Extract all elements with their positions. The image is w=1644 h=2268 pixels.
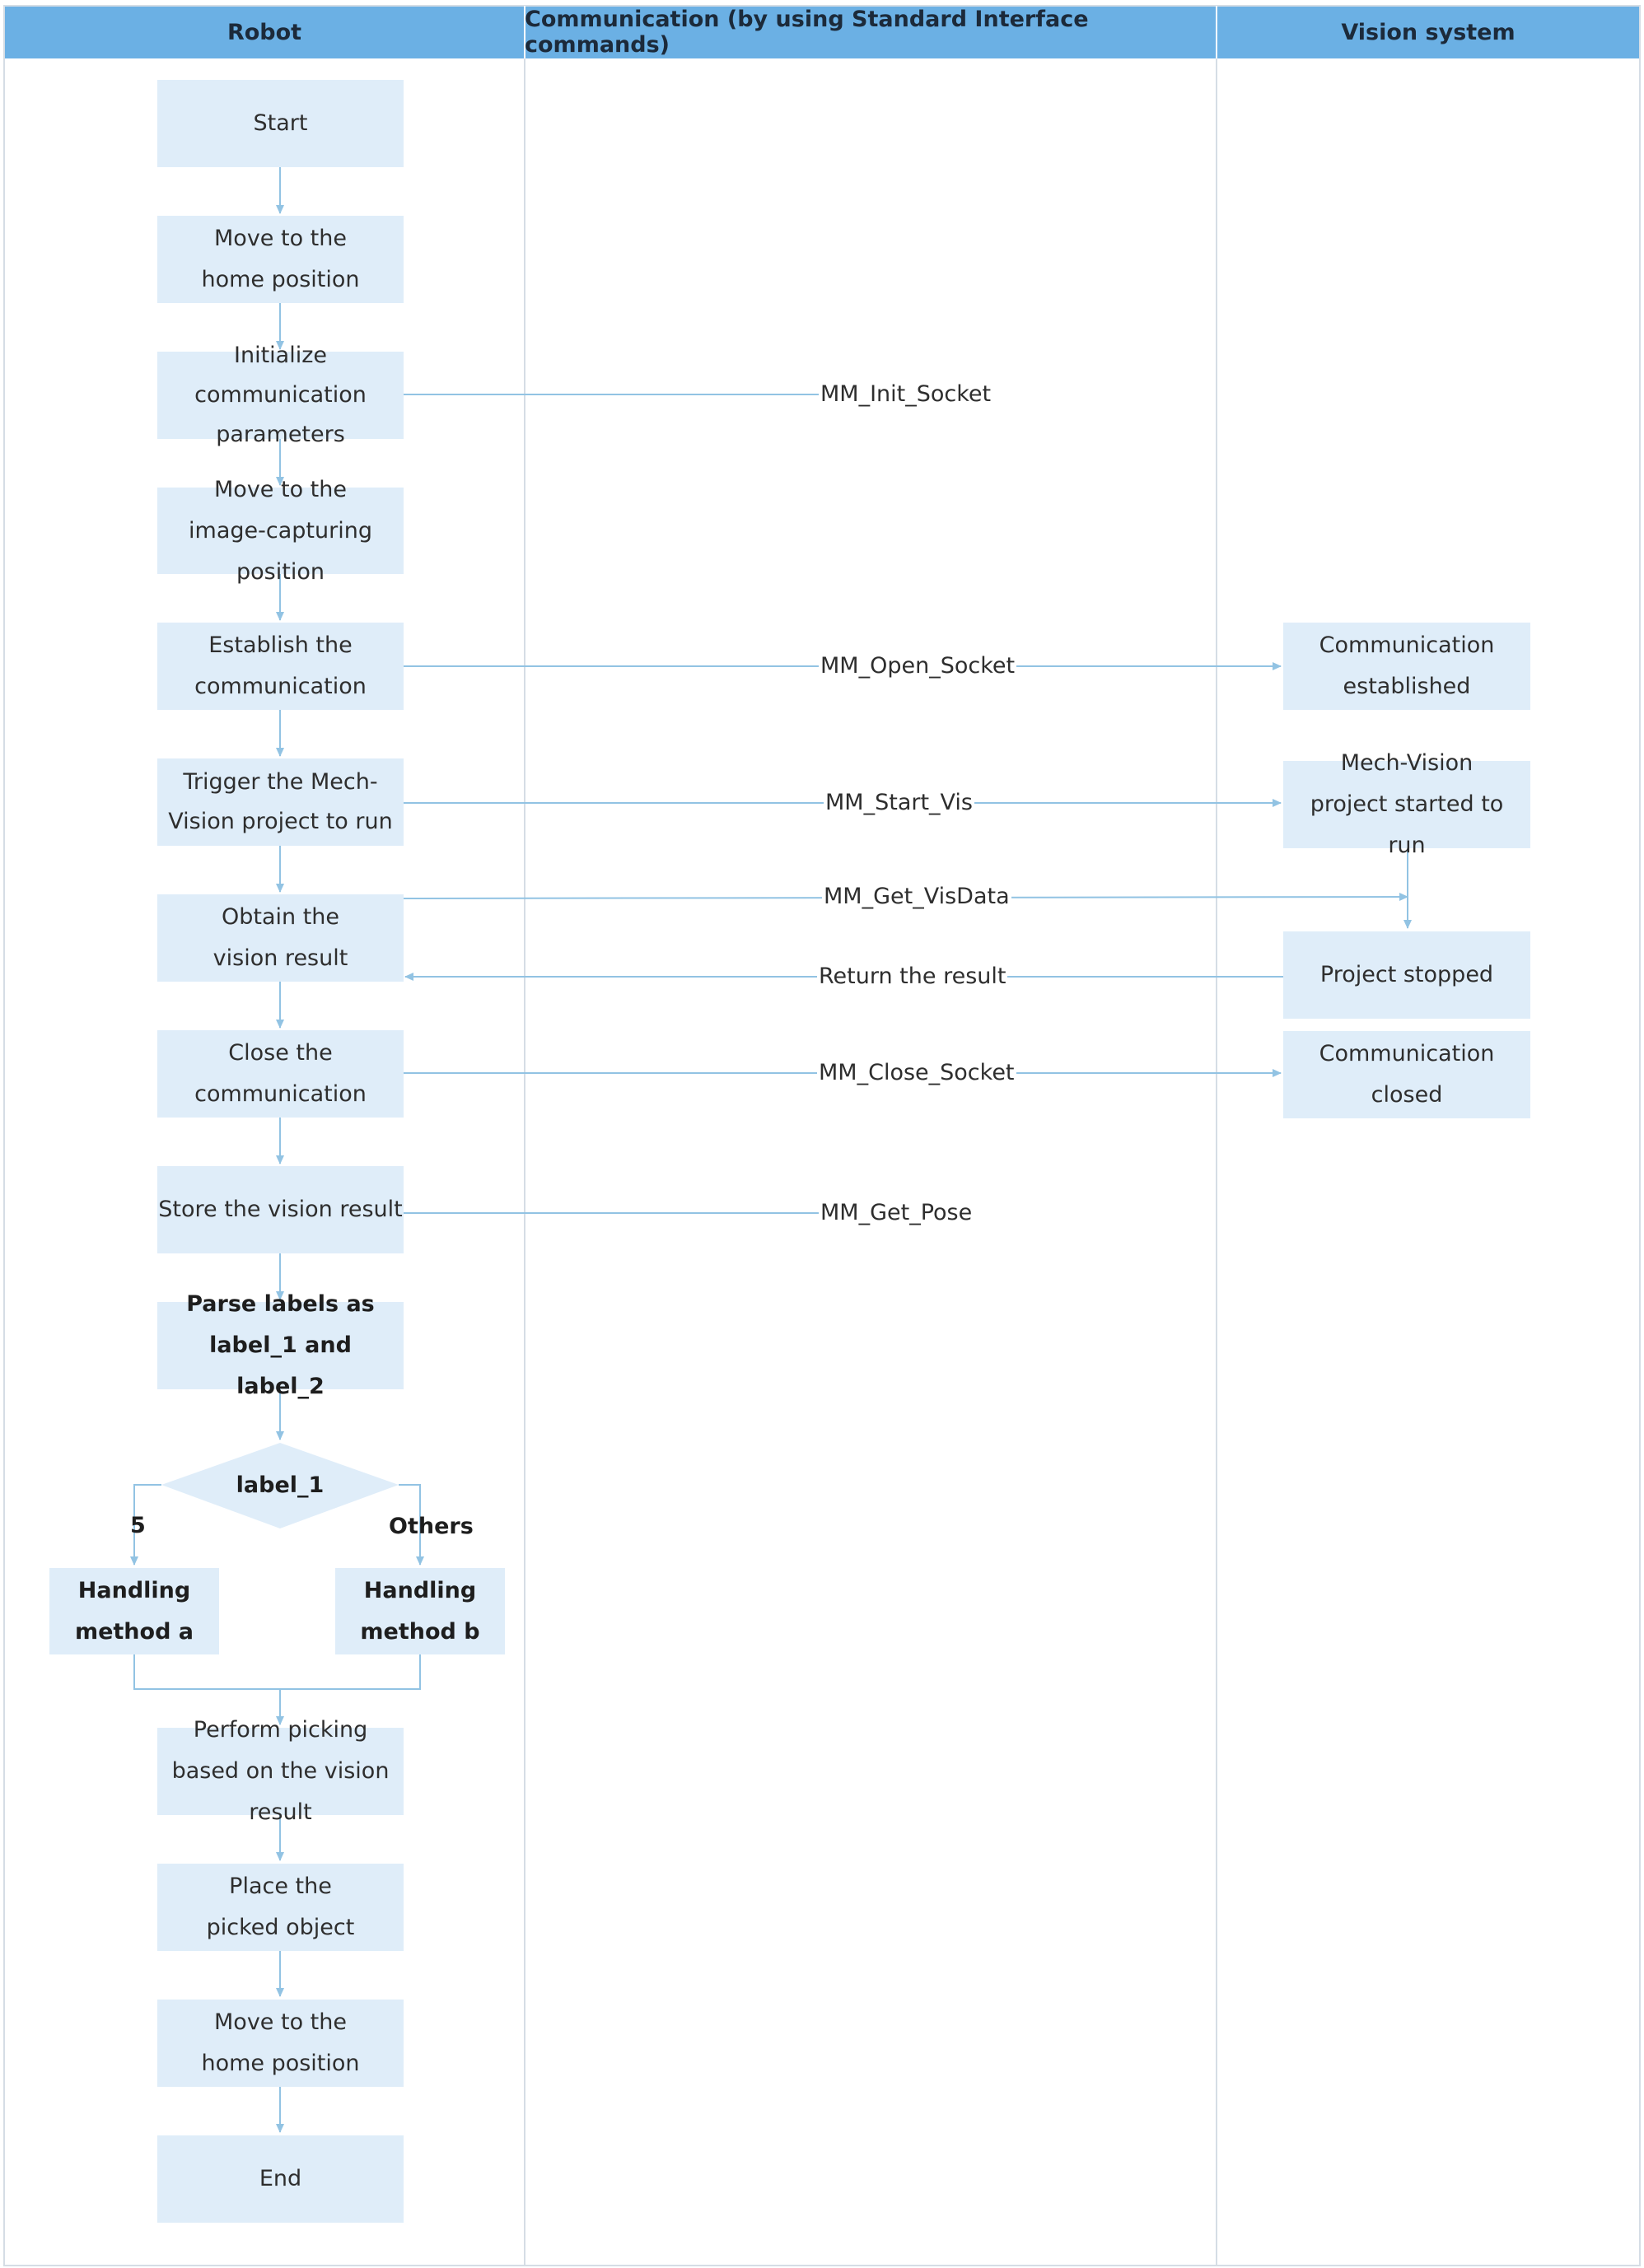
decision-diamond xyxy=(161,1443,399,1528)
lane-frame xyxy=(3,5,1641,2266)
cmd-label-return-result: Return the result xyxy=(817,962,1008,992)
branch-label-5: 5 xyxy=(130,1513,146,1538)
cmd-label-get-pose: MM_Get_Pose xyxy=(819,1198,974,1228)
cmd-label-close-socket: MM_Close_Socket xyxy=(817,1058,1016,1088)
node-establish: Establish the communication xyxy=(157,623,404,710)
node-move-home-2: Move to the home position xyxy=(157,2000,404,2087)
node-trigger: Trigger the Mech-Vision project to run xyxy=(157,758,404,846)
lane-header-vision: Vision system xyxy=(1341,19,1516,45)
merge-line xyxy=(133,1654,421,1690)
branch-arrow-others xyxy=(399,1484,424,1566)
node-parse: Parse labels as label_1 and label_2 xyxy=(157,1291,404,1399)
vision-node-started: Mech-Vision project started to run xyxy=(1283,750,1530,858)
node-start: Start xyxy=(157,80,404,167)
node-close: Close the communication xyxy=(157,1030,404,1118)
node-pick: Perform picking based on the vision resu… xyxy=(157,1717,404,1825)
lane-header-robot: Robot xyxy=(227,19,302,45)
branch-label-others: Others xyxy=(389,1514,474,1539)
cmd-label-init-socket: MM_Init_Socket xyxy=(819,380,993,409)
vision-node-established: Communication established xyxy=(1283,623,1530,710)
node-end: End xyxy=(157,2135,404,2223)
lane-header-communication: Communication (by using Standard Interfa… xyxy=(525,7,1089,58)
node-place: Place the picked object xyxy=(157,1864,404,1951)
vision-node-stopped: Project stopped xyxy=(1283,931,1530,1019)
vision-node-closed: Communication closed xyxy=(1283,1031,1530,1118)
branch-arrow-5 xyxy=(130,1484,161,1566)
cmd-label-get-visdata: MM_Get_VisData xyxy=(822,882,1011,912)
cmd-label-open-socket: MM_Open_Socket xyxy=(819,651,1017,681)
node-move-capture: Move to the image-capturing position xyxy=(157,477,404,585)
header-band xyxy=(4,6,1640,58)
node-store: Store the vision result xyxy=(157,1166,404,1253)
node-method-a: Handling method a xyxy=(49,1568,219,1654)
node-obtain: Obtain the vision result xyxy=(157,894,404,982)
node-move-home: Move to the home position xyxy=(157,216,404,303)
cmd-label-start-vis: MM_Start_Vis xyxy=(824,788,974,818)
node-init-params: Initialize communication parameters xyxy=(157,343,404,447)
decision-label: label_1 xyxy=(236,1472,325,1498)
node-method-b: Handling method b xyxy=(335,1568,505,1654)
